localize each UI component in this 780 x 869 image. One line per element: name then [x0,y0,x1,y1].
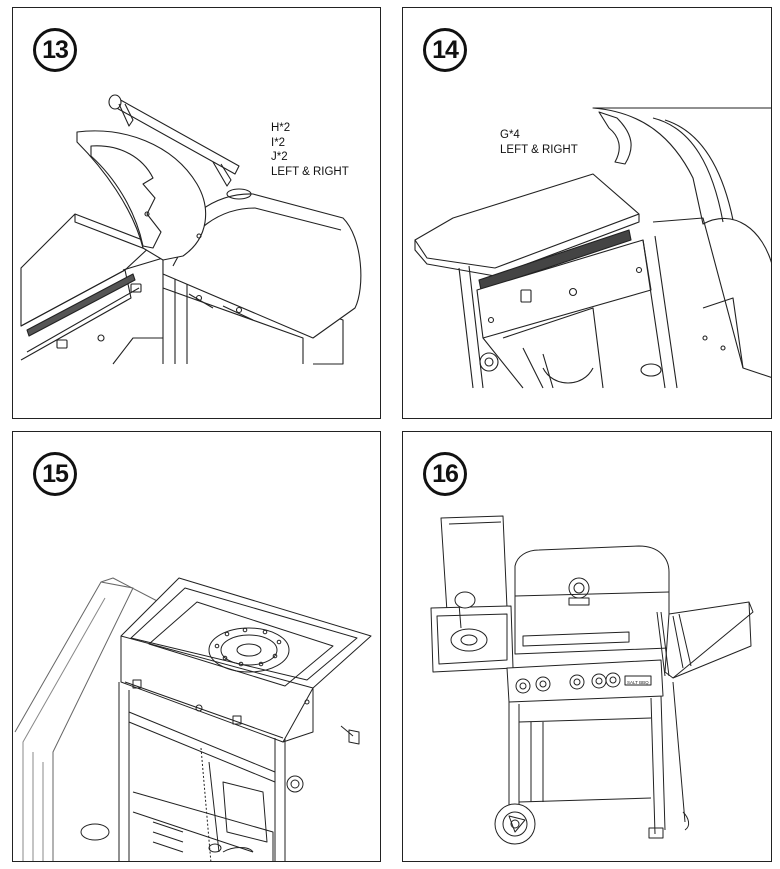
lid-handle-assembly-drawing [13,8,381,419]
part-label: G*4 [500,129,520,141]
part-label: H*2 [271,122,291,134]
parts-list: G*4 LEFT & RIGHT [500,128,578,157]
part-label: I*2 [271,136,286,149]
step-number-badge: 14 [423,28,467,72]
part-label: LEFT & RIGHT [500,143,578,156]
step-number-badge: 13 [33,28,77,72]
step-16-panel: 16 [402,431,772,862]
step-number-badge: 16 [423,452,467,496]
parts-list: H*2 I*2 J*2 LEFT & RIGHT [271,121,349,179]
step-number-badge: 15 [33,452,77,496]
step-14-panel: 14 G*4 LEFT & RIGHT [402,7,772,419]
step-15-panel: 15 [12,431,381,862]
grill-brand-label: SALT BBQ [627,680,649,685]
step-13-panel: 13 H*2 I*2 J*2 LEFT & RIGHT [12,7,381,419]
side-shelf-assembly-drawing [403,8,771,419]
part-label: LEFT & RIGHT [271,165,349,178]
part-label: J*2 [271,151,288,163]
side-burner-assembly-drawing [13,432,381,862]
assembled-grill-drawing: SALT BBQ [403,432,772,862]
